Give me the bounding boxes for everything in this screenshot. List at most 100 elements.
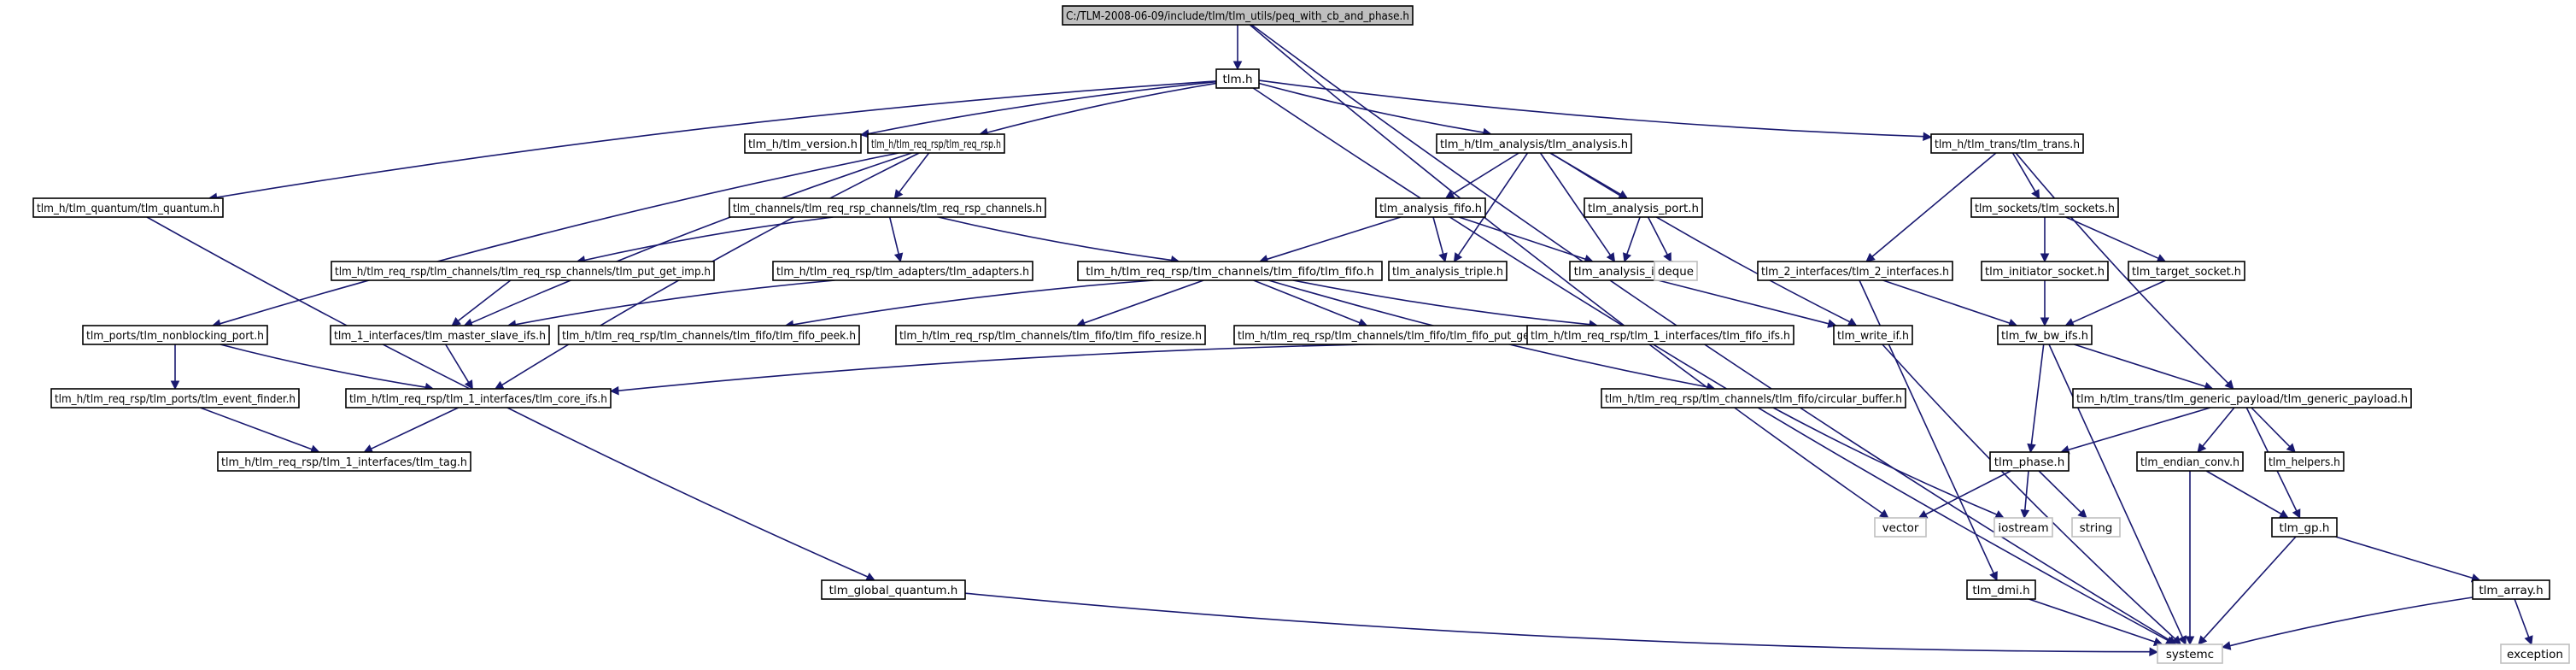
node-box[interactable] bbox=[1375, 197, 1486, 218]
node-box[interactable] bbox=[1526, 325, 1794, 345]
node-box[interactable] bbox=[1215, 68, 1260, 89]
node-tlm-fifo[interactable]: tlm_h/tlm_req_rsp/tlm_channels/tlm_fifo/… bbox=[1077, 261, 1383, 281]
node-circular-buffer[interactable]: tlm_h/tlm_req_rsp/tlm_channels/tlm_fifo/… bbox=[1601, 388, 1906, 408]
node-tlm-nonblocking-port[interactable]: tlm_ports/tlm_nonblocking_port.h bbox=[82, 325, 268, 345]
node-root[interactable]: C:/TLM-2008-06-09/include/tlm/tlm_utils/… bbox=[1062, 5, 1414, 26]
node-label: tlm_h/tlm_req_rsp/tlm_adapters/tlm_adapt… bbox=[776, 265, 1029, 279]
node-tlm-quantum[interactable]: tlm_h/tlm_quantum/tlm_quantum.h bbox=[32, 197, 224, 218]
node-tlm-gp[interactable]: tlm_gp.h bbox=[2271, 517, 2338, 538]
node-box[interactable] bbox=[82, 325, 268, 345]
node-label: tlm_h/tlm_req_rsp/tlm_channels/tlm_fifo/… bbox=[562, 329, 856, 343]
node-tlm-analysis[interactable]: tlm_h/tlm_analysis/tlm_analysis.h bbox=[1436, 133, 1632, 154]
node-box[interactable] bbox=[1970, 197, 2119, 218]
edge-tlm_generic_payload-to-tlm_phase bbox=[2059, 407, 2211, 455]
node-tlm-fifo-put-get[interactable]: tlm_h/tlm_req_rsp/tlm_channels/tlm_fifo/… bbox=[1233, 325, 1548, 345]
edge-tlm_sockets-to-tlm_initiator_socket bbox=[2040, 217, 2050, 263]
node-tlm-initiator-socket[interactable]: tlm_initiator_socket.h bbox=[1981, 261, 2109, 281]
node-tlm-fifo-ifs[interactable]: tlm_h/tlm_req_rsp/tlm_1_interfaces/tlm_f… bbox=[1526, 325, 1794, 345]
node-tlm-target-socket[interactable]: tlm_target_socket.h bbox=[2128, 261, 2245, 281]
node-tlm-adapters[interactable]: tlm_h/tlm_req_rsp/tlm_adapters/tlm_adapt… bbox=[772, 261, 1033, 281]
node-box[interactable] bbox=[895, 325, 1206, 345]
node-tlm-phase[interactable]: tlm_phase.h bbox=[1989, 451, 2070, 472]
node-box[interactable] bbox=[345, 388, 612, 408]
node-label: vector bbox=[1882, 521, 1919, 535]
node-box[interactable] bbox=[1989, 451, 2070, 472]
node-tlm-req-rsp[interactable]: tlm_h/tlm_req_rsp/tlm_req_rsp.h bbox=[867, 133, 1005, 154]
node-tlm-event-finder[interactable]: tlm_h/tlm_req_rsp/tlm_ports/tlm_event_fi… bbox=[50, 388, 300, 408]
node-box[interactable] bbox=[729, 197, 1046, 218]
node-box[interactable] bbox=[1388, 261, 1508, 281]
node-box[interactable] bbox=[1981, 261, 2109, 281]
node-box[interactable] bbox=[2136, 451, 2244, 472]
edge-tlm_nonblocking_port-to-tlm_core_ifs bbox=[220, 344, 435, 392]
node-tlm-sockets[interactable]: tlm_sockets/tlm_sockets.h bbox=[1970, 197, 2119, 218]
node-tlm-core-ifs[interactable]: tlm_h/tlm_req_rsp/tlm_1_interfaces/tlm_c… bbox=[345, 388, 612, 408]
node-label: tlm_helpers.h bbox=[2269, 455, 2340, 469]
node-box[interactable] bbox=[1062, 5, 1414, 26]
node-label: tlm_sockets/tlm_sockets.h bbox=[1975, 202, 2115, 215]
node-tlm-analysis-triple[interactable]: tlm_analysis_triple.h bbox=[1388, 261, 1508, 281]
node-tlm-array[interactable]: tlm_array.h bbox=[2472, 579, 2550, 600]
node-box[interactable] bbox=[2128, 261, 2245, 281]
node-tlm-fw-bw-ifs[interactable]: tlm_fw_bw_ifs.h bbox=[1997, 325, 2093, 345]
node-label: tlm_h/tlm_trans/tlm_generic_payload/tlm_… bbox=[2076, 392, 2408, 406]
node-box[interactable] bbox=[32, 197, 224, 218]
node-box[interactable] bbox=[1757, 261, 1953, 281]
node-box[interactable] bbox=[217, 451, 471, 472]
node-label: tlm_h/tlm_req_rsp/tlm_channels/tlm_fifo/… bbox=[899, 329, 1202, 343]
edge-tlm_analysis_fifo-to-tlm_fifo bbox=[1258, 216, 1402, 264]
node-tlm-tag[interactable]: tlm_h/tlm_req_rsp/tlm_1_interfaces/tlm_t… bbox=[217, 451, 471, 472]
node-box[interactable] bbox=[1997, 325, 2093, 345]
node-label: tlm_h/tlm_analysis/tlm_analysis.h bbox=[1440, 138, 1628, 151]
node-box[interactable] bbox=[50, 388, 300, 408]
node-box[interactable] bbox=[2264, 451, 2345, 472]
node-box[interactable] bbox=[330, 325, 550, 345]
node-label: deque bbox=[1658, 265, 1694, 279]
node-tlm-helpers[interactable]: tlm_helpers.h bbox=[2264, 451, 2345, 472]
node-label: tlm_gp.h bbox=[2280, 521, 2330, 535]
edge-tlm_endian_conv-to-tlm_gp bbox=[2205, 470, 2289, 519]
node-box[interactable] bbox=[2271, 517, 2338, 538]
node-box[interactable] bbox=[2072, 388, 2412, 408]
node-box bbox=[1654, 261, 1698, 281]
node-box bbox=[2500, 644, 2570, 664]
node-tlm-version[interactable]: tlm_h/tlm_version.h bbox=[744, 133, 862, 154]
node-tlm-put-get-imp[interactable]: tlm_h/tlm_req_rsp/tlm_channels/tlm_req_r… bbox=[331, 261, 715, 281]
node-box[interactable] bbox=[1436, 133, 1632, 154]
node-box[interactable] bbox=[1833, 325, 1913, 345]
node-box[interactable] bbox=[1966, 579, 2036, 600]
edge-tlm_array-to-systemc bbox=[2221, 597, 2474, 650]
edge-tlm_analysis-to-tlm_analysis_triple bbox=[1453, 152, 1529, 262]
node-box[interactable] bbox=[867, 133, 1005, 154]
node-tlm-fifo-peek[interactable]: tlm_h/tlm_req_rsp/tlm_channels/tlm_fifo/… bbox=[558, 325, 860, 345]
node-box[interactable] bbox=[2472, 579, 2550, 600]
node-tlm[interactable]: tlm.h bbox=[1215, 68, 1260, 89]
node-tlm-analysis-fifo[interactable]: tlm_analysis_fifo.h bbox=[1375, 197, 1486, 218]
node-tlm-endian-conv[interactable]: tlm_endian_conv.h bbox=[2136, 451, 2244, 472]
node-tlm-2-interfaces[interactable]: tlm_2_interfaces/tlm_2_interfaces.h bbox=[1757, 261, 1953, 281]
node-box[interactable] bbox=[772, 261, 1033, 281]
node-tlm-generic-payload[interactable]: tlm_h/tlm_trans/tlm_generic_payload/tlm_… bbox=[2072, 388, 2412, 408]
edge-tlm-to-tlm_analysis bbox=[1258, 82, 1492, 138]
node-box[interactable] bbox=[1930, 133, 2084, 154]
node-box[interactable] bbox=[1584, 197, 1703, 218]
node-tlm-req-rsp-channels[interactable]: tlm_channels/tlm_req_rsp_channels/tlm_re… bbox=[729, 197, 1046, 218]
node-tlm-global-quantum[interactable]: tlm_global_quantum.h bbox=[821, 579, 966, 600]
node-box[interactable] bbox=[744, 133, 862, 154]
edge-tlm_master_slave_ifs-to-tlm_core_ifs bbox=[445, 344, 473, 390]
node-box[interactable] bbox=[1601, 388, 1906, 408]
node-box[interactable] bbox=[331, 261, 715, 281]
node-box[interactable] bbox=[821, 579, 966, 600]
node-tlm-master-slave-ifs[interactable]: tlm_1_interfaces/tlm_master_slave_ifs.h bbox=[330, 325, 550, 345]
edge-tlm_req_rsp_channels-to-tlm_put_get_imp bbox=[576, 216, 834, 265]
node-tlm-fifo-resize[interactable]: tlm_h/tlm_req_rsp/tlm_channels/tlm_fifo/… bbox=[895, 325, 1206, 345]
node-tlm-trans[interactable]: tlm_h/tlm_trans/tlm_trans.h bbox=[1930, 133, 2084, 154]
edge-tlm_write_if-to-systemc bbox=[1882, 344, 2181, 645]
node-box[interactable] bbox=[1077, 261, 1383, 281]
node-tlm-write-if[interactable]: tlm_write_if.h bbox=[1833, 325, 1913, 345]
node-box[interactable] bbox=[558, 325, 860, 345]
node-tlm-analysis-port[interactable]: tlm_analysis_port.h bbox=[1584, 197, 1703, 218]
edge-tlm-to-tlm_quantum bbox=[208, 80, 1217, 203]
node-tlm-dmi[interactable]: tlm_dmi.h bbox=[1966, 579, 2036, 600]
